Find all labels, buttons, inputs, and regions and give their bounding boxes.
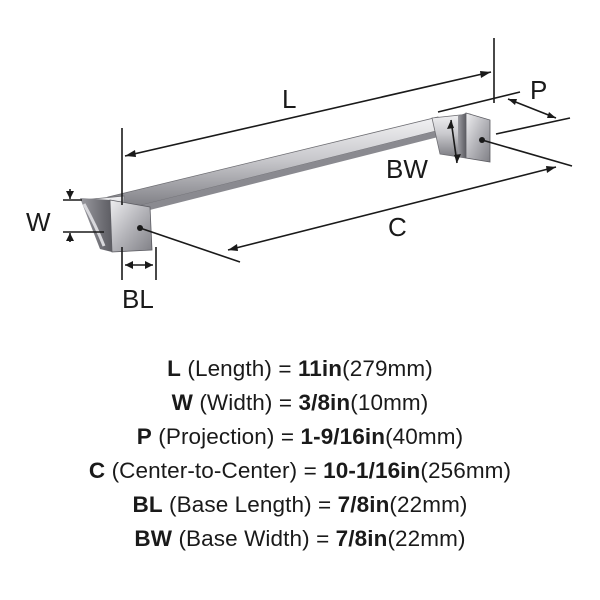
dimension-lines xyxy=(63,38,573,280)
spec-equals: = xyxy=(316,526,330,551)
spec-metric: (279mm) xyxy=(342,356,433,381)
spec-value: 1-9/16in xyxy=(300,424,386,449)
spec-projection: P (Projection) = 1-9/16in(40mm) xyxy=(0,420,600,454)
spec-value: 10-1/16in xyxy=(323,458,421,483)
label-bw: BW xyxy=(386,154,428,184)
spec-desc: (Base Width) xyxy=(178,526,310,551)
c-dimension-line xyxy=(227,166,557,251)
spec-value: 7/8in xyxy=(337,492,390,517)
spec-value: 11in xyxy=(297,356,343,381)
c-extension-right xyxy=(481,139,573,167)
spec-base-width: BW (Base Width) = 7/8in(22mm) xyxy=(0,522,600,556)
spec-abbr: P xyxy=(136,424,152,449)
spec-value: 3/8in xyxy=(298,390,351,415)
spec-metric: (10mm) xyxy=(350,390,429,415)
label-bl: BL xyxy=(122,284,154,314)
spec-abbr: C xyxy=(88,458,106,483)
spec-metric: (40mm) xyxy=(385,424,464,449)
spec-equals: = xyxy=(318,492,332,517)
spec-desc: (Center-to-Center) xyxy=(111,458,298,483)
spec-equals: = xyxy=(278,390,293,415)
spec-center-to-center: C (Center-to-Center) = 10-1/16in(256mm) xyxy=(0,454,600,488)
spec-equals: = xyxy=(303,458,317,483)
spec-desc: (Projection) xyxy=(158,424,275,449)
p-extension-top xyxy=(437,91,521,113)
cabinet-pull-image xyxy=(80,112,491,253)
spec-metric: (256mm) xyxy=(420,458,512,483)
spec-list: L (Length) = 11in(279mm) W (Width) = 3/8… xyxy=(0,352,600,556)
dimension-diagram: L P BW W C BL xyxy=(26,38,573,314)
spec-metric: (22mm) xyxy=(387,526,466,551)
spec-abbr: L xyxy=(167,356,181,381)
label-l: L xyxy=(282,84,296,114)
spec-desc: (Length) xyxy=(187,356,272,381)
label-w: W xyxy=(26,207,51,237)
spec-abbr: BW xyxy=(134,526,173,551)
spec-abbr: BL xyxy=(132,492,163,517)
right-screw-hole xyxy=(479,137,485,143)
spec-width: W (Width) = 3/8in(10mm) xyxy=(0,386,600,420)
left-base xyxy=(109,199,153,253)
c-extension-left xyxy=(139,227,241,263)
label-p: P xyxy=(530,75,547,105)
arrowheads xyxy=(66,71,556,269)
spec-desc: (Base Length) xyxy=(169,492,312,517)
spec-metric: (22mm) xyxy=(389,492,468,517)
spec-length: L (Length) = 11in(279mm) xyxy=(0,352,600,386)
left-screw-hole xyxy=(137,225,143,231)
right-base xyxy=(465,112,491,163)
p-extension-bottom xyxy=(495,117,571,135)
spec-equals: = xyxy=(278,356,292,381)
spec-desc: (Width) xyxy=(199,390,273,415)
spec-value: 7/8in xyxy=(335,526,388,551)
spec-equals: = xyxy=(280,424,295,449)
label-c: C xyxy=(388,212,407,242)
spec-base-length: BL (Base Length) = 7/8in(22mm) xyxy=(0,488,600,522)
p-dimension-line xyxy=(507,98,557,119)
spec-abbr: W xyxy=(171,390,193,415)
l-dimension-line xyxy=(124,71,492,157)
